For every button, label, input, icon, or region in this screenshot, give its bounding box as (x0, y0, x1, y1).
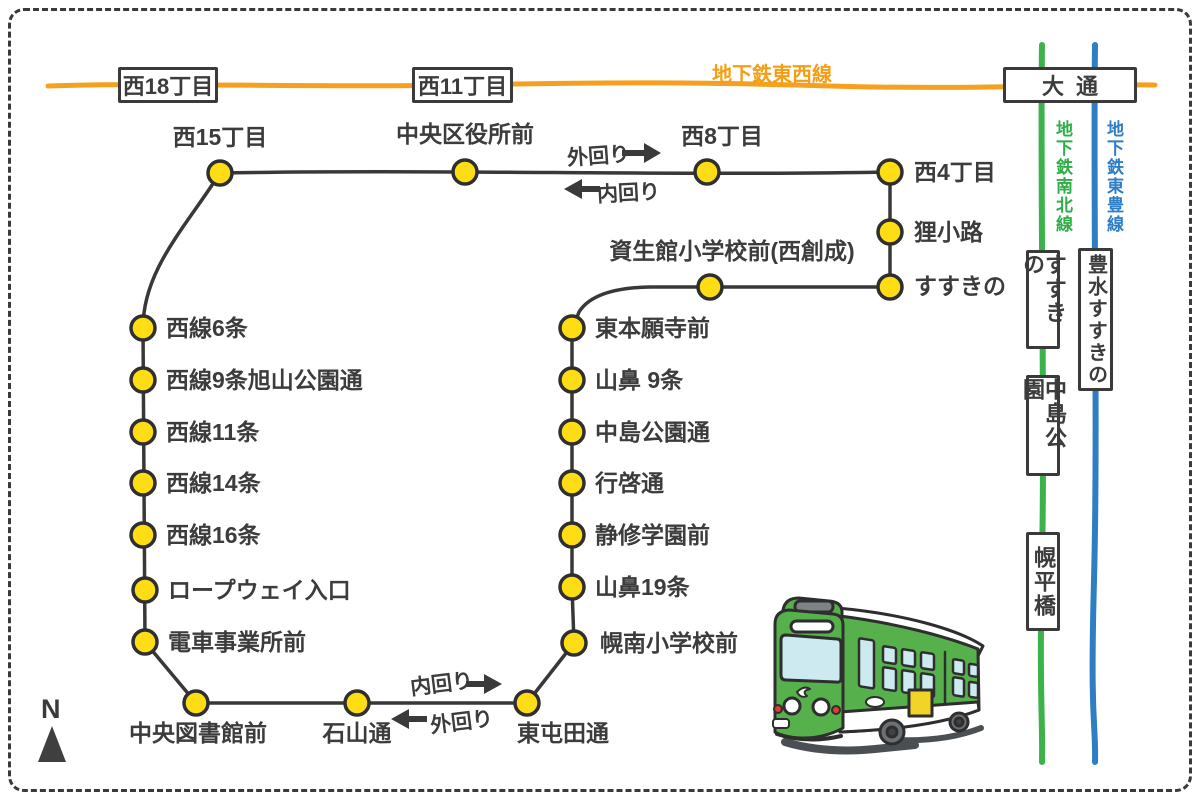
tram-stop-dots (129, 158, 904, 717)
tram-stop-dot (560, 629, 588, 657)
arrow-right-icon (622, 143, 661, 163)
toho-line-name: 地下鉄東豊線 (1104, 120, 1123, 234)
tram-stop-label-nishi8chome: 西8丁目 (681, 123, 763, 149)
tram-stop-label-chuotoshokanmae: 中央図書館前 (129, 720, 267, 746)
tram-stop-label-ishiyamadori: 石山通 (322, 720, 392, 746)
tram-stop-dot (129, 314, 157, 342)
arrow-right-icon (466, 674, 502, 694)
tram-stop-label-nishisen16jo: 西線16条 (166, 522, 261, 548)
tozai-line-name: 地下鉄東西線 (712, 64, 832, 86)
toho-station-label: 豊水すすきの (1084, 253, 1107, 386)
tram-stop-label-susukino: すすきの (914, 273, 1006, 299)
namboku-line-name: 地下鉄南北線 (1053, 120, 1072, 234)
namboku-station-label: 幌平橋 (1031, 545, 1056, 618)
compass-north-label: N (41, 694, 61, 724)
tram-stop-label-nishisen9jo: 西線9条旭山公園通 (166, 367, 363, 393)
tram-stop-dot (876, 158, 904, 186)
tram-stop-label-higashihonganjimae: 東本願寺前 (595, 315, 710, 341)
tram-stop-dot (876, 273, 904, 301)
tram-stop-dot (129, 469, 157, 497)
tram-stop-dot (558, 314, 586, 342)
tram-stop-dot (696, 273, 724, 301)
arrow-left-icon (391, 709, 427, 729)
toho-station-box-hosuisusukino: 豊水すすきの (1078, 248, 1113, 391)
tram-stop-dot (451, 158, 479, 186)
tram-stop-dot (513, 689, 541, 717)
toho-line-path (1089, 42, 1099, 765)
tram-stop-label-seishugakuenmae: 静修学園前 (595, 522, 710, 548)
tram-stop-dot (343, 689, 371, 717)
tram-stop-dot (129, 366, 157, 394)
tozai-station-box-nishi11: 西11丁目 (412, 67, 513, 103)
namboku-station-box-horohirabashi: 幌平橋 (1026, 532, 1060, 631)
namboku-station-box-nakajimakoen: 中島公園 (1020, 375, 1067, 476)
tozai-station-label: 西11丁目 (417, 74, 508, 99)
arrow-left-icon (564, 179, 600, 199)
tram-stop-dot (558, 366, 586, 394)
tram-stop-label-gyokeidori: 行啓通 (595, 470, 664, 496)
tram-stop-label-nishi4chome: 西4丁目 (914, 159, 996, 185)
tram-stop-dot (876, 218, 904, 246)
tram-stop-label-higashitondendori: 東屯田通 (517, 720, 609, 746)
namboku-station-box-susukino: すすきの (1020, 250, 1067, 349)
direction-arrow-glyphs (391, 143, 661, 729)
tram-stop-dot (131, 576, 159, 604)
tram-stop-label-chuokuyakushomae: 中央区役所前 (396, 121, 534, 147)
namboku-line-path (1037, 42, 1046, 765)
tram-stop-label-konanshogakkomae: 幌南小学校前 (600, 630, 738, 656)
tozai-station-label: 大通 (1041, 74, 1110, 99)
tram-stop-dot (131, 628, 159, 656)
compass-north-icon (38, 726, 66, 762)
inner-loop-label-top: 内回り (596, 180, 661, 207)
tram-stop-dot (206, 159, 234, 187)
tram-stop-dot (182, 689, 210, 717)
tram-stop-label-nakajimakoendori: 中島公園通 (595, 419, 710, 445)
namboku-station-label: すすきの (1020, 253, 1067, 325)
tram-stop-label-ropewayiriguchi: ロープウェイ入口 (168, 577, 351, 603)
namboku-station-label: 中島公園 (1020, 378, 1067, 450)
tram-stop-label-yamahana19jo: 山鼻19条 (595, 574, 690, 600)
tram-stop-label-yamahana9jo: 山鼻 9条 (595, 367, 684, 393)
tram-stop-label-denshajigyoshomae: 電車事業所前 (168, 629, 306, 655)
tram-stop-label-shiseikanshogakkomae: 資生館小学校前(西創成) (609, 238, 855, 264)
tram-stop-dot (129, 418, 157, 446)
tram-stop-label-nishisen6jo: 西線6条 (166, 315, 248, 341)
tozai-station-label: 西18丁目 (122, 74, 214, 99)
tozai-station-box-odori: 大通 (1003, 67, 1137, 103)
tram-stop-label-nishisen14jo: 西線14条 (166, 470, 261, 496)
tram-stop-dot (558, 573, 586, 601)
tram-stop-label-nishisen11jo: 西線11条 (166, 419, 260, 445)
tram-stop-label-nishi15chome: 西15丁目 (172, 124, 268, 150)
outer-loop-label-top: 外回り (566, 142, 631, 171)
tram-stop-label-tanukikoji: 狸小路 (914, 219, 983, 245)
tram-stop-dot (693, 158, 721, 186)
tram-stop-dot (558, 521, 586, 549)
tram-stop-dot (129, 521, 157, 549)
tram-stop-dot (558, 469, 586, 497)
tozai-station-box-nishi18: 西18丁目 (118, 67, 218, 103)
tram-stop-dot (558, 418, 586, 446)
tram-illustration (772, 596, 985, 755)
